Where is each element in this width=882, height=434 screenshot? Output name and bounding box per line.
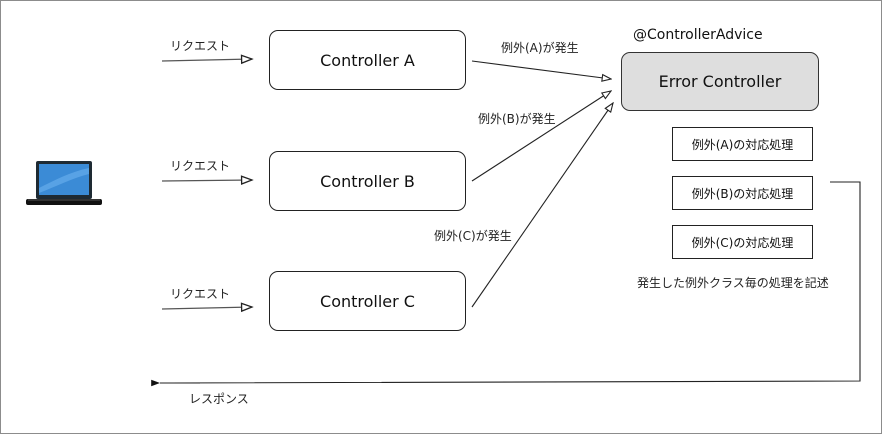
controller-c-box: Controller C bbox=[269, 271, 466, 331]
exception-label-b: 例外(B)が発生 bbox=[478, 112, 556, 126]
controller-advice-annotation: @ControllerAdvice bbox=[633, 27, 763, 43]
handler-c-label: 例外(C)の対応処理 bbox=[691, 235, 794, 250]
controller-b-box: Controller B bbox=[269, 151, 466, 211]
controller-b-label: Controller B bbox=[320, 171, 415, 191]
request-arrow-b bbox=[161, 180, 252, 181]
handler-b-label: 例外(B)の対応処理 bbox=[691, 186, 794, 201]
handler-b-box: 例外(B)の対応処理 bbox=[672, 176, 813, 210]
request-arrow-a bbox=[161, 59, 252, 61]
error-controller-box: Error Controller bbox=[621, 52, 819, 111]
request-label-b: リクエスト bbox=[170, 159, 231, 173]
controller-c-label: Controller C bbox=[320, 291, 415, 311]
request-label-a: リクエスト bbox=[170, 39, 231, 53]
controller-a-box: Controller A bbox=[269, 30, 466, 90]
handler-c-box: 例外(C)の対応処理 bbox=[672, 225, 813, 259]
handler-a-box: 例外(A)の対応処理 bbox=[672, 127, 813, 161]
exception-label-a: 例外(A)が発生 bbox=[501, 41, 579, 55]
exception-arrow-a bbox=[471, 60, 611, 79]
error-controller-label: Error Controller bbox=[658, 72, 782, 91]
exception-arrow-c bbox=[471, 103, 613, 308]
exception-arrow-b bbox=[471, 91, 611, 182]
handler-a-label: 例外(A)の対応処理 bbox=[691, 137, 794, 152]
exception-label-c: 例外(C)が発生 bbox=[434, 229, 512, 243]
response-connector bbox=[169, 181, 861, 384]
laptop-icon bbox=[25, 160, 103, 208]
request-arrow-c bbox=[161, 307, 252, 309]
controller-a-label: Controller A bbox=[320, 50, 415, 70]
handler-note: 発生した例外クラス毎の処理を記述 bbox=[637, 276, 829, 290]
request-label-c: リクエスト bbox=[170, 287, 231, 301]
response-label: レスポンス bbox=[189, 392, 249, 406]
